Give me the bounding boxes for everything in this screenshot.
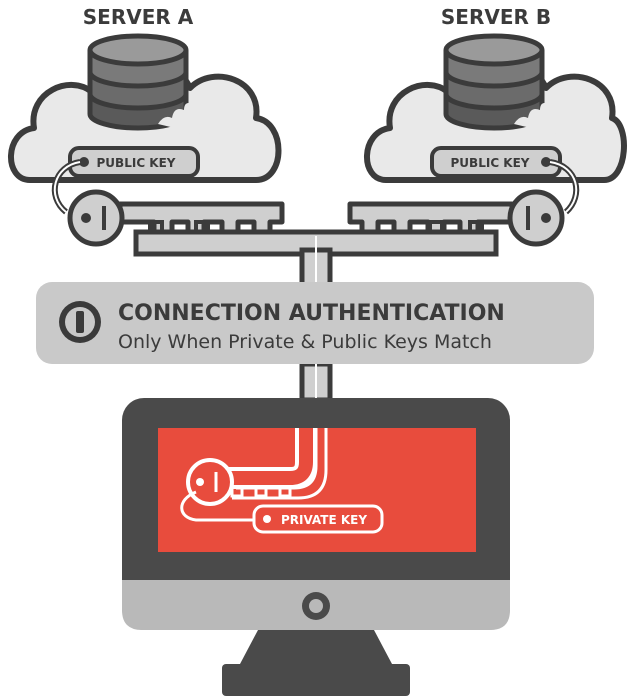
server-b-title: SERVER B [441,5,551,29]
lock-icon [59,301,101,343]
auth-banner-subtitle: Only When Private & Public Keys Match [118,331,492,353]
auth-banner-title: CONNECTION AUTHENTICATION [118,301,505,326]
auth-banner: CONNECTION AUTHENTICATION Only When Priv… [36,282,594,364]
server-a-database-icon [90,36,200,134]
private-key-icon [180,428,328,522]
server-a-title: SERVER A [83,5,194,29]
server-b-database-icon [446,36,556,134]
key-hole-icon [541,157,551,167]
key-hole-icon [79,157,89,167]
private-key-label: PRIVATE KEY [281,513,367,527]
server-a: SERVER A PUBLIC KEY [8,5,282,215]
server-b: SERVER B PUBLIC KEY [364,5,627,215]
private-key-tag: PRIVATE KEY [252,504,384,534]
server-a-key-label: PUBLIC KEY [97,156,176,170]
server-b-key-label: PUBLIC KEY [451,156,530,170]
